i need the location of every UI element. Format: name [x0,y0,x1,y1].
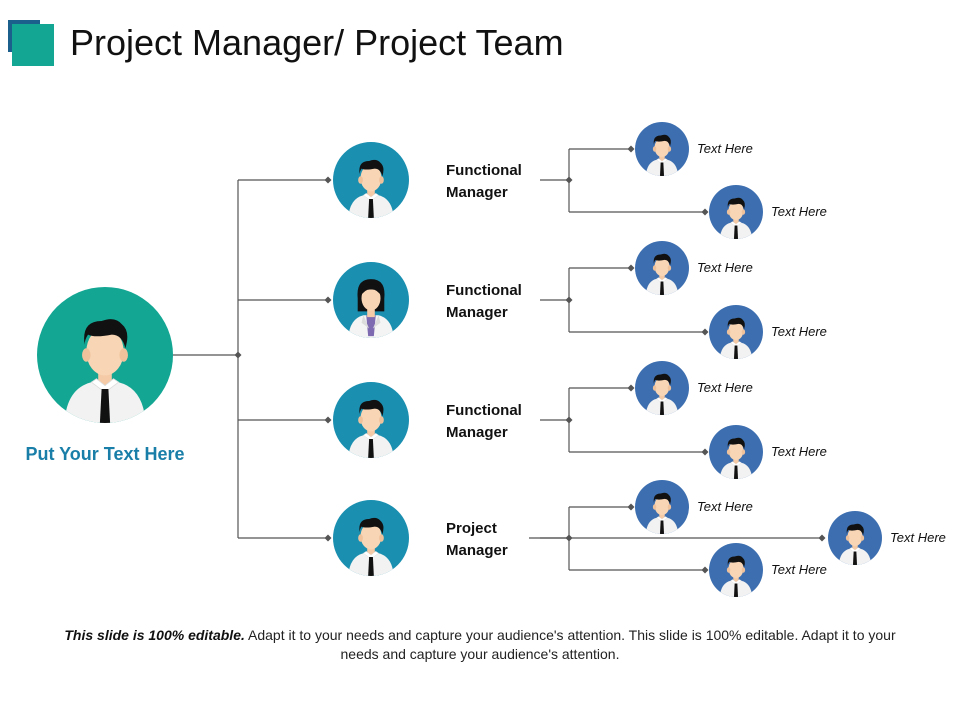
chart-nodes [37,122,882,597]
connector-dot [324,534,332,542]
logo-square-front [12,24,54,66]
member-label: Text Here [771,324,827,339]
manager-avatar-icon [333,142,409,218]
connector-dot [701,448,709,456]
member-avatar-icon [635,122,689,176]
member-label: Text Here [697,499,753,514]
member-label: Text Here [771,444,827,459]
connector-dot [324,176,332,184]
connector-dot [627,384,635,392]
root-label: Put Your Text Here [25,444,185,464]
member-label: Text Here [697,260,753,275]
footer-note: This slide is 100% editable. Adapt it to… [50,626,910,664]
connector-dot [627,264,635,272]
manager-label: Project Manager [446,520,508,559]
member-label: Text Here [890,530,946,545]
root-avatar-icon [37,287,173,423]
member-label: Text Here [697,380,753,395]
member-avatar-icon [709,543,763,597]
connector-dot [701,208,709,216]
member-avatar-icon [709,425,763,479]
member-avatar-icon [709,305,763,359]
manager-avatar-icon [333,382,409,458]
manager-label: Functional Manager [446,162,522,201]
footer-text: Adapt it to your needs and capture your … [244,627,896,662]
connector-dot [324,296,332,304]
member-avatar-icon [828,511,882,565]
connector-dot [324,416,332,424]
member-label: Text Here [771,562,827,577]
member-avatar-icon [635,480,689,534]
member-label: Text Here [771,204,827,219]
connector-dot [627,503,635,511]
member-avatar-icon [709,185,763,239]
member-label: Text Here [697,141,753,156]
connector-lines [173,145,826,574]
page-title: Project Manager/ Project Team [70,22,564,63]
connector-dot [701,566,709,574]
member-avatar-icon [635,361,689,415]
manager-avatar-icon [333,500,409,576]
connector-dot [701,328,709,336]
manager-label: Functional Manager [446,402,522,441]
member-avatar-icon [635,241,689,295]
manager-avatar-icon [333,262,409,338]
connector-dot [818,534,826,542]
connector-dot [627,145,635,153]
footer-bold: This slide is 100% editable. [64,627,245,643]
manager-label: Functional Manager [446,282,522,321]
